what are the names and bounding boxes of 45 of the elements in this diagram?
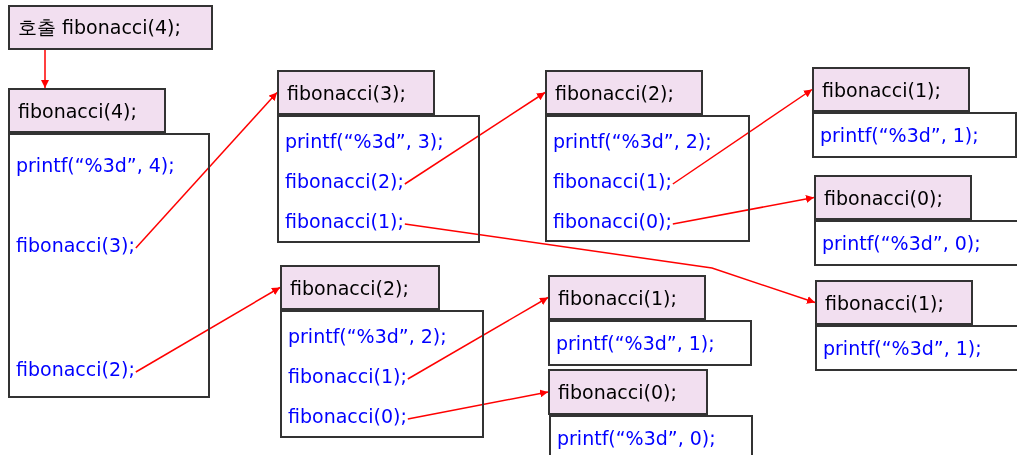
code-line: fibonacci(2); <box>285 169 404 193</box>
function-body-box <box>814 220 1017 266</box>
code-line: printf(“%3d”, 2); <box>553 129 712 153</box>
arrow <box>135 91 278 249</box>
arrow <box>407 389 549 420</box>
function-body-box <box>277 115 480 243</box>
code-line: fibonacci(2); <box>16 357 135 381</box>
function-body-box <box>812 112 1017 158</box>
arrow <box>672 88 813 185</box>
function-header-box: fibonacci(1); <box>815 280 973 325</box>
code-line: fibonacci(3); <box>16 233 135 257</box>
function-header-box: fibonacci(2); <box>280 265 440 310</box>
code-line: fibonacci(1); <box>288 364 407 388</box>
arrow <box>404 223 816 304</box>
function-header-box: fibonacci(4); <box>8 88 166 133</box>
code-line: fibonacci(1); <box>553 169 672 193</box>
code-line: printf(“%3d”, 0); <box>822 231 981 255</box>
code-line: fibonacci(0); <box>288 404 407 428</box>
code-line: printf(“%3d”, 3); <box>285 129 444 153</box>
function-body-box <box>815 325 1017 371</box>
arrow <box>407 296 549 380</box>
arrow <box>41 49 49 89</box>
call-box: 호출 fibonacci(4); <box>8 5 213 50</box>
arrow <box>135 286 281 373</box>
function-body-box <box>549 415 753 455</box>
code-line: fibonacci(1); <box>285 209 404 233</box>
function-body-box <box>280 310 484 438</box>
function-header-box: fibonacci(3); <box>277 70 435 115</box>
arrow <box>404 91 546 185</box>
code-line: printf(“%3d”, 1); <box>823 336 982 360</box>
function-body-box <box>8 133 210 398</box>
arrow <box>672 195 815 225</box>
code-line: printf(“%3d”, 2); <box>288 324 447 348</box>
function-header-box: fibonacci(0); <box>814 175 972 220</box>
function-header-box: fibonacci(0); <box>548 369 708 415</box>
function-header-box: fibonacci(1); <box>548 275 706 320</box>
function-body-box <box>545 115 750 242</box>
function-header-box: fibonacci(1); <box>812 67 970 112</box>
code-line: printf(“%3d”, 0); <box>557 426 716 450</box>
code-line: fibonacci(0); <box>553 209 672 233</box>
code-line: printf(“%3d”, 1); <box>820 123 979 147</box>
function-header-box: fibonacci(2); <box>545 70 703 115</box>
function-body-box <box>548 320 752 366</box>
code-line: printf(“%3d”, 4); <box>16 153 175 177</box>
code-line: printf(“%3d”, 1); <box>556 331 715 355</box>
